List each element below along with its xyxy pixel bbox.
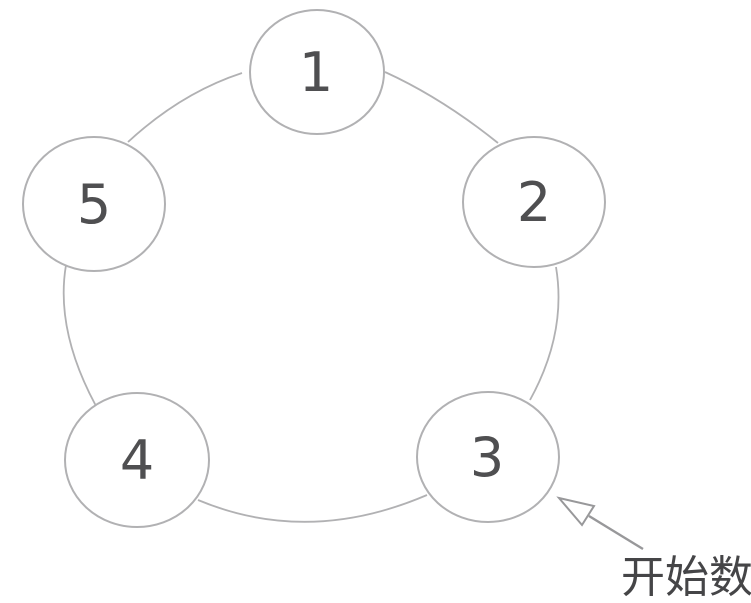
cycle-node-1: 1 bbox=[249, 9, 385, 135]
node-4-label: 4 bbox=[120, 429, 154, 492]
edge-4-to-5 bbox=[62, 264, 97, 407]
node-2-label: 2 bbox=[517, 171, 551, 234]
node-3-label: 3 bbox=[470, 426, 504, 489]
edge-2-to-3 bbox=[529, 266, 560, 401]
node-5-circle bbox=[22, 136, 166, 272]
node-1-circle bbox=[249, 9, 385, 135]
node-2-circle bbox=[462, 136, 606, 268]
cycle-node-3: 3 bbox=[416, 391, 560, 523]
node-5-label: 5 bbox=[77, 173, 111, 236]
edge-3-to-4 bbox=[197, 494, 428, 523]
edge-5-to-1 bbox=[127, 72, 243, 143]
annotation-arrow bbox=[556, 496, 644, 551]
annotation-label: 开始数 bbox=[621, 552, 751, 603]
node-1-label: 1 bbox=[299, 41, 333, 104]
cycle-node-5: 5 bbox=[22, 136, 166, 272]
node-3-circle bbox=[416, 391, 560, 523]
node-4-circle bbox=[64, 392, 210, 528]
arrow-head-icon bbox=[556, 496, 596, 527]
arrow-shaft bbox=[588, 514, 644, 551]
cycle-node-2: 2 bbox=[462, 136, 606, 268]
edge-1-to-2 bbox=[384, 71, 499, 144]
cycle-node-4: 4 bbox=[64, 392, 210, 528]
cycle-edges bbox=[62, 71, 560, 523]
